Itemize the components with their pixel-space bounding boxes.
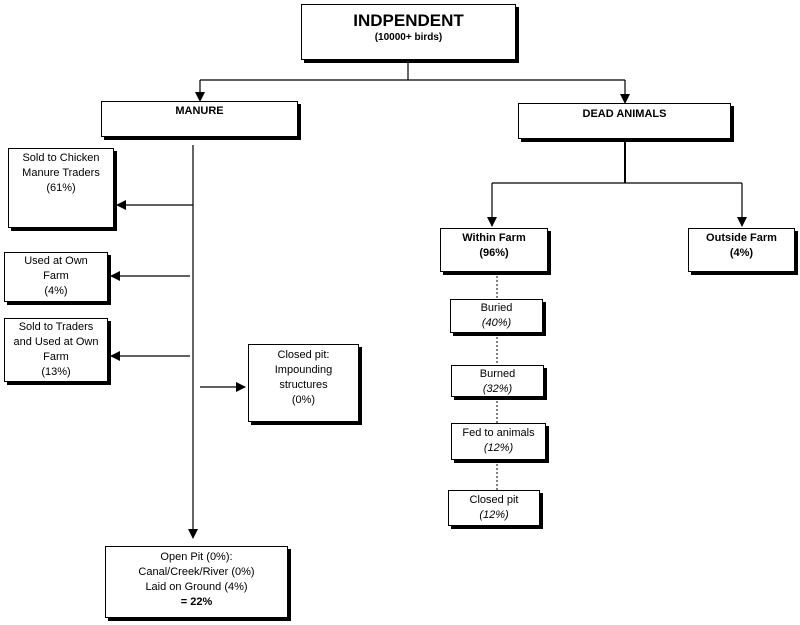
method-closed-pit: Closed pit (12%)	[448, 490, 540, 526]
box-line: Impounding	[274, 364, 333, 376]
manure-sold-chicken-traders: Sold to Chicken Manure Traders (61%)	[8, 148, 114, 228]
method-pct: (12%)	[483, 442, 514, 454]
box-line: (61%)	[46, 182, 76, 194]
root-node: INDPENDENT (10000+ birds)	[301, 4, 516, 60]
method-label: Buried	[480, 302, 513, 314]
outside-farm-label: Outside Farm	[706, 232, 777, 244]
box-line: Sold to Traders	[18, 321, 94, 333]
within-farm-pct: (96%)	[479, 247, 509, 259]
method-pct: (12%)	[479, 509, 509, 521]
method-pct: (32%)	[482, 383, 513, 395]
box-line: Laid on Ground (4%)	[145, 581, 248, 593]
outside-farm-pct: (4%)	[729, 247, 754, 259]
box-line: Manure Traders	[22, 167, 100, 179]
method-label: Fed to animals	[462, 427, 535, 439]
manure-open-pit: Open Pit (0%): Canal/Creek/River (0%) La…	[105, 546, 288, 618]
box-line: Farm	[43, 351, 69, 363]
box-line: and Used at Own	[13, 336, 99, 348]
box-line: (0%)	[291, 394, 316, 406]
box-line: (13%)	[41, 366, 71, 378]
root-title: INDPENDENT	[353, 11, 464, 30]
box-line: (4%)	[44, 285, 68, 297]
method-label: Burned	[479, 368, 516, 380]
method-pct: (40%)	[481, 317, 512, 329]
method-fed-to-animals: Fed to animals (12%)	[451, 423, 546, 460]
dead-animals-node: DEAD ANIMALS	[518, 103, 731, 139]
box-line: Canal/Creek/River (0%)	[138, 566, 255, 578]
box-line: Used at Own	[24, 255, 88, 267]
manure-used-own-farm: Used at Own Farm (4%)	[4, 252, 108, 302]
box-line: structures	[279, 379, 328, 391]
manure-label: MANURE	[175, 105, 224, 117]
within-farm-node: Within Farm (96%)	[440, 228, 548, 272]
outside-farm-node: Outside Farm (4%)	[688, 228, 795, 272]
box-line: Closed pit:	[277, 349, 330, 361]
box-line: Sold to Chicken	[22, 152, 100, 164]
root-subtitle: (10000+ birds)	[374, 32, 443, 43]
method-label: Closed pit	[469, 494, 519, 506]
manure-node: MANURE	[101, 101, 298, 137]
manure-closed-pit: Closed pit: Impounding structures (0%)	[248, 344, 359, 422]
method-buried: Buried (40%)	[450, 299, 543, 333]
box-line: Open Pit (0%):	[160, 551, 233, 563]
box-line: Farm	[43, 270, 69, 282]
dead-animals-label: DEAD ANIMALS	[582, 108, 667, 120]
method-burned: Burned (32%)	[451, 365, 544, 397]
within-farm-label: Within Farm	[462, 232, 526, 244]
open-pit-total: = 22%	[180, 596, 213, 608]
manure-sold-traders-own-farm: Sold to Traders and Used at Own Farm (13…	[4, 318, 108, 382]
